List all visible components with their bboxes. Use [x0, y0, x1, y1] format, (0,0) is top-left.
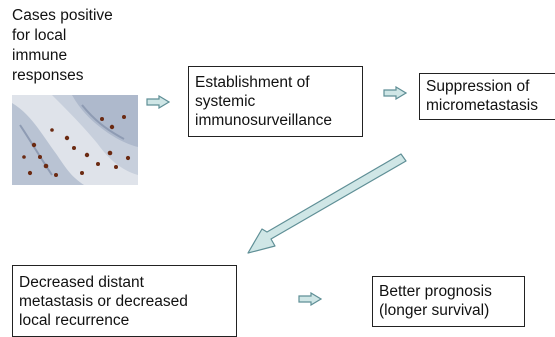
block-arrow-right-icon	[298, 292, 322, 306]
block-arrow-right-icon	[146, 95, 170, 109]
tissue-image	[12, 95, 138, 185]
box-establishment: Establishment of systemic immunosurveill…	[188, 66, 363, 137]
box-prognosis: Better prognosis (longer survival)	[372, 276, 525, 327]
diagonal-arrow-icon	[247, 153, 407, 254]
box-decreased: Decreased distant metastasis or decrease…	[12, 265, 237, 337]
intro-label: Cases positive for local immune response…	[12, 7, 113, 84]
box-suppression: Suppression of micrometastasis	[419, 73, 555, 120]
block-arrow-right-icon	[383, 86, 407, 100]
